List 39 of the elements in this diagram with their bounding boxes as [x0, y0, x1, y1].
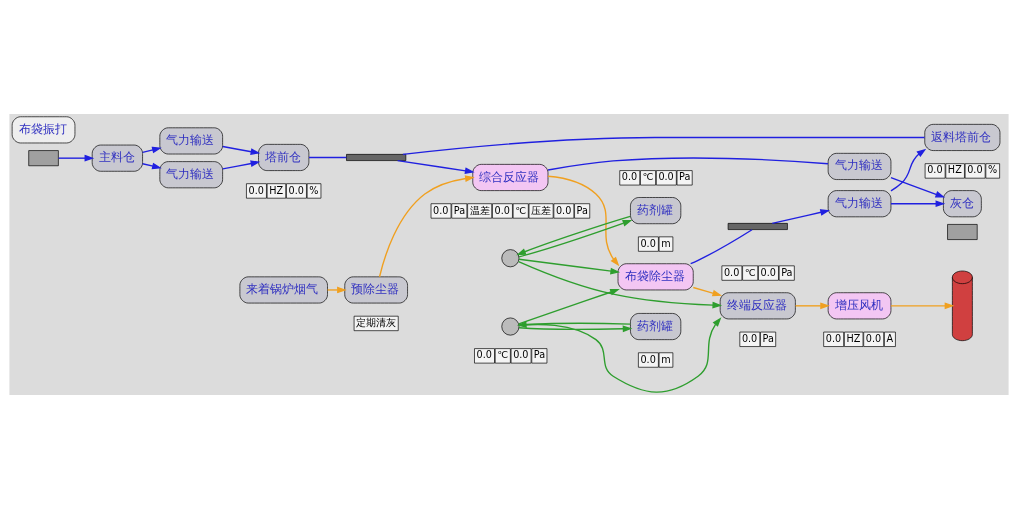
node-label: HZ [269, 184, 284, 195]
node-label: m [661, 353, 671, 365]
label: Pa [533, 348, 546, 360]
node-label: % [987, 163, 998, 175]
label: Pa [781, 266, 793, 278]
label: ℃ [642, 170, 654, 182]
node-label: 定期清灰 [356, 316, 397, 328]
node-label: 0.0 [927, 163, 943, 175]
node-label: 0.0 [640, 237, 656, 249]
label: 0.0 [658, 170, 674, 182]
node-label: A [886, 332, 894, 344]
label: ℃ [744, 266, 756, 278]
node-label: ℃ [515, 204, 527, 216]
node-label: 0.0 [865, 332, 882, 344]
label: ℃ [497, 348, 509, 360]
node-label: 0.0 [555, 204, 572, 216]
node-label: Pa [453, 204, 466, 216]
node-label: 压差 [531, 204, 552, 216]
label: 0.0 [621, 170, 638, 182]
label: Pa [679, 170, 691, 182]
node-label: HZ [846, 332, 861, 344]
node-label: % [309, 184, 319, 195]
label: 0.0 [760, 266, 776, 278]
label: 0.0 [476, 348, 492, 360]
node-label: 0.0 [248, 184, 264, 195]
node-label: 0.0 [825, 332, 842, 344]
node-label: Pa [576, 204, 588, 216]
node-label: 0.0 [494, 204, 510, 216]
node-label: 0.0 [288, 184, 304, 195]
node-label: Pa [762, 332, 774, 344]
node-label: 0.0 [640, 353, 656, 365]
label: 0.0 [513, 348, 529, 360]
node-label: 温差 [469, 204, 490, 216]
node-label: 0.0 [433, 204, 449, 216]
node-label: 0.0 [741, 332, 758, 344]
label: 0.0 [723, 266, 740, 278]
node-label: m [661, 237, 671, 249]
node-label: 0.0 [967, 163, 983, 175]
node-label: HZ [947, 163, 962, 175]
